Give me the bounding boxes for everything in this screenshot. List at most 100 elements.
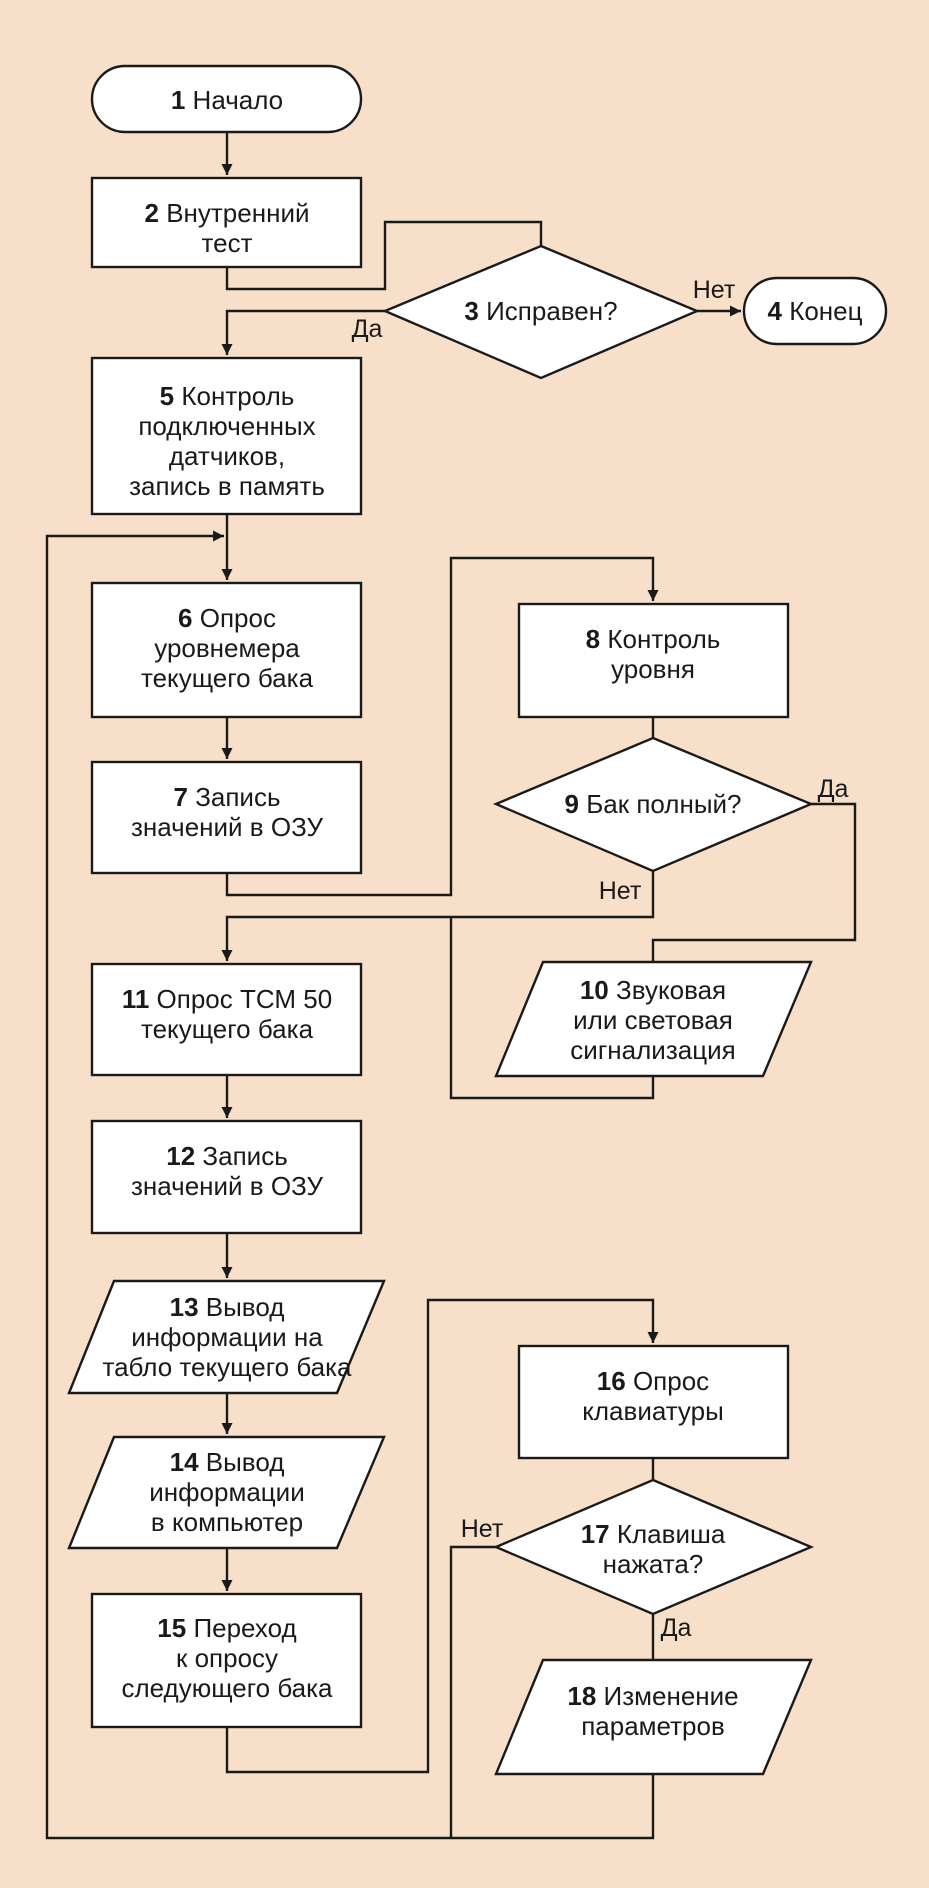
node-shape-n17: [492, 1478, 815, 1616]
node-shape-n2: [90, 176, 363, 269]
node-label-n9: 9 Бак полный?: [565, 789, 742, 819]
node-shape-n13: [67, 1279, 386, 1395]
node-number: 12: [166, 1141, 195, 1171]
node-shape-n9: [492, 736, 815, 873]
node-text: Запись: [195, 782, 280, 812]
edge-10-merge: [449, 917, 655, 1100]
node-line: информации на: [131, 1322, 323, 1352]
label-n9-yes: Да: [818, 775, 849, 803]
node-line: значений в ОЗУ: [131, 1171, 323, 1201]
node-line-first: 7 Запись: [173, 782, 280, 812]
node-line-first: 14 Вывод: [170, 1447, 285, 1477]
node-text: Изменение: [604, 1681, 739, 1711]
node-number: 17: [581, 1519, 610, 1549]
node-shape-n10: [494, 960, 813, 1078]
node-number: 6: [178, 603, 192, 633]
node-text: Начало: [193, 85, 284, 115]
node-shape-n3: [381, 244, 701, 380]
node-number: 4: [767, 296, 782, 326]
edge-9-10-yes: [651, 802, 857, 962]
node-line-first: 1 Начало: [171, 85, 283, 115]
node-label-n1: 1 Начало: [171, 85, 283, 115]
node-text: к опросу: [176, 1643, 278, 1673]
edge-2-3: [225, 220, 543, 291]
node-shape-n5: [90, 356, 363, 516]
node-text: Вывод: [206, 1292, 285, 1322]
node-text: Внутренний: [166, 198, 309, 228]
node-number: 5: [160, 381, 174, 411]
node-text: Запись: [202, 1141, 287, 1171]
edge-labels: Нет Да Да Нет Нет Да: [352, 276, 849, 1642]
node-shape-n12: [90, 1119, 363, 1235]
node-text: Опрос: [633, 1366, 709, 1396]
node-line-first: 18 Изменение: [567, 1681, 738, 1711]
label-n3-yes: Да: [352, 315, 383, 343]
node-number: 8: [586, 624, 600, 654]
node-text: значений в ОЗУ: [131, 812, 323, 842]
node-line-first: 2 Внутренний: [145, 198, 310, 228]
node-shape-n16: [517, 1344, 790, 1460]
node-text: значений в ОЗУ: [131, 1171, 323, 1201]
node-number: 1: [171, 85, 185, 115]
node-text: текущего бака: [141, 1014, 314, 1044]
node-text: Контроль: [181, 381, 294, 411]
node-text: Звуковая: [616, 975, 726, 1005]
node-line: тест: [202, 228, 253, 258]
node-line-first: 3 Исправен?: [464, 296, 617, 326]
node-line-first: 8 Контроль: [586, 624, 721, 654]
connectors: [45, 133, 857, 1840]
node-shape-n7: [90, 760, 363, 875]
node-shape-n11: [90, 962, 363, 1077]
edge-17-loop-no: [449, 1545, 496, 1838]
node-line: к опросу: [176, 1643, 278, 1673]
node-line-first: 13 Вывод: [170, 1292, 285, 1322]
node-text: Вывод: [206, 1447, 285, 1477]
node-text: уровнемера: [154, 633, 300, 663]
node-text: сигнализация: [570, 1035, 735, 1065]
node-line-first: 4 Конец: [767, 296, 862, 326]
node-text: Контроль: [607, 624, 720, 654]
node-label-n3: 3 Исправен?: [464, 296, 617, 326]
node-text: Бак полный?: [586, 789, 741, 819]
node-text: Исправен?: [486, 296, 618, 326]
node-number: 14: [170, 1447, 199, 1477]
node-line: информации: [149, 1477, 304, 1507]
node-text: датчиков,: [169, 441, 285, 471]
edge-loop-back-to-6: [45, 530, 655, 1840]
node-line: следующего бака: [121, 1673, 333, 1703]
node-line-first: 9 Бак полный?: [565, 789, 742, 819]
node-shape-n4: [742, 276, 888, 346]
node-shape-n15: [90, 1592, 363, 1729]
node-text: Переход: [193, 1613, 296, 1643]
node-shape-n1: [90, 64, 363, 134]
label-n17-no: Нет: [461, 1515, 504, 1543]
node-line: табло текущего бака: [102, 1352, 352, 1382]
node-line-first: 5 Контроль: [160, 381, 295, 411]
node-line-first: 16 Опрос: [597, 1366, 709, 1396]
node-text: Конец: [789, 296, 862, 326]
node-line: в компьютер: [151, 1507, 303, 1537]
node-line: подключенных: [138, 411, 315, 441]
node-number: 7: [173, 782, 187, 812]
node-number: 13: [170, 1292, 199, 1322]
node-text: тест: [202, 228, 253, 258]
node-number: 2: [145, 198, 159, 228]
node-text: следующего бака: [121, 1673, 333, 1703]
node-line: запись в память: [129, 471, 325, 501]
node-text: текущего бака: [141, 663, 314, 693]
node-line: нажата?: [603, 1549, 704, 1579]
node-line: значений в ОЗУ: [131, 812, 323, 842]
node-text: нажата?: [603, 1549, 704, 1579]
